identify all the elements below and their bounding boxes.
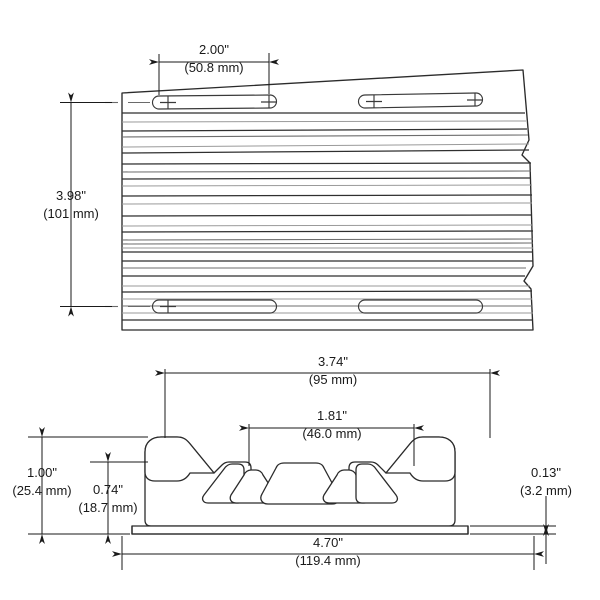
slot-center-cross-icon-bottom [160,300,176,313]
dimension-1-81-in: 1.81" (46.0 mm) [239,408,424,466]
dimension-3-74-in: 3.74" (95 mm) [155,354,500,438]
dimension-0-74-in: 0.74" (18.7 mm) [78,452,148,544]
rib-lines [121,112,534,321]
dimension-0-13-in-metric: (3.2 mm) [520,483,572,498]
dimension-2-00-in-metric: (50.8 mm) [184,60,243,75]
dimension-0-13-in-inch: 0.13" [531,465,561,480]
mounting-slot-row-top [151,92,484,110]
dimension-3-98-in-metric: (101 mm) [43,206,99,221]
dimension-0-13-in: 0.13" (3.2 mm) [470,465,572,564]
dimension-4-70-in-metric: (119.4 mm) [295,553,361,568]
extrusion-body-outline [121,69,534,331]
dimension-2-00-in-inch: 2.00" [199,42,229,57]
dimension-4-70-in: 4.70" (119.4 mm) [112,535,544,570]
dimension-1-81-in-inch: 1.81" [317,408,347,423]
dimension-0-74-in-metric: (18.7 mm) [78,500,137,515]
dimension-1-00-in: 1.00" (25.4 mm) [12,427,148,544]
dimension-0-74-in-inch: 0.74" [93,482,123,497]
profile-wing-contours [144,436,456,482]
dimension-1-00-in-inch: 1.00" [27,465,57,480]
front-elevation-view: 2.00" (50.8 mm) 3.98" (101 mm) [43,42,534,331]
dimension-3-98-in-inch: 3.98" [56,188,86,203]
base-flange [131,525,469,535]
internal-void-chambers [201,462,399,505]
dimension-2-00-in: 2.00" (50.8 mm) [149,42,279,95]
mounting-slot-row-bottom [151,299,484,314]
dimension-1-00-in-metric: (25.4 mm) [12,483,71,498]
dimension-4-70-in-inch: 4.70" [313,535,343,550]
dimension-3-74-in-metric: (95 mm) [309,372,357,387]
cross-section-view: 3.74" (95 mm) 1.81" (46.0 mm) 1.00" (25.… [12,354,572,570]
dimension-3-74-in-inch: 3.74" [318,354,348,369]
dimension-1-81-in-metric: (46.0 mm) [302,426,361,441]
slot-center-cross-icon [160,93,483,109]
dimension-3-98-in: 3.98" (101 mm) [43,92,112,317]
